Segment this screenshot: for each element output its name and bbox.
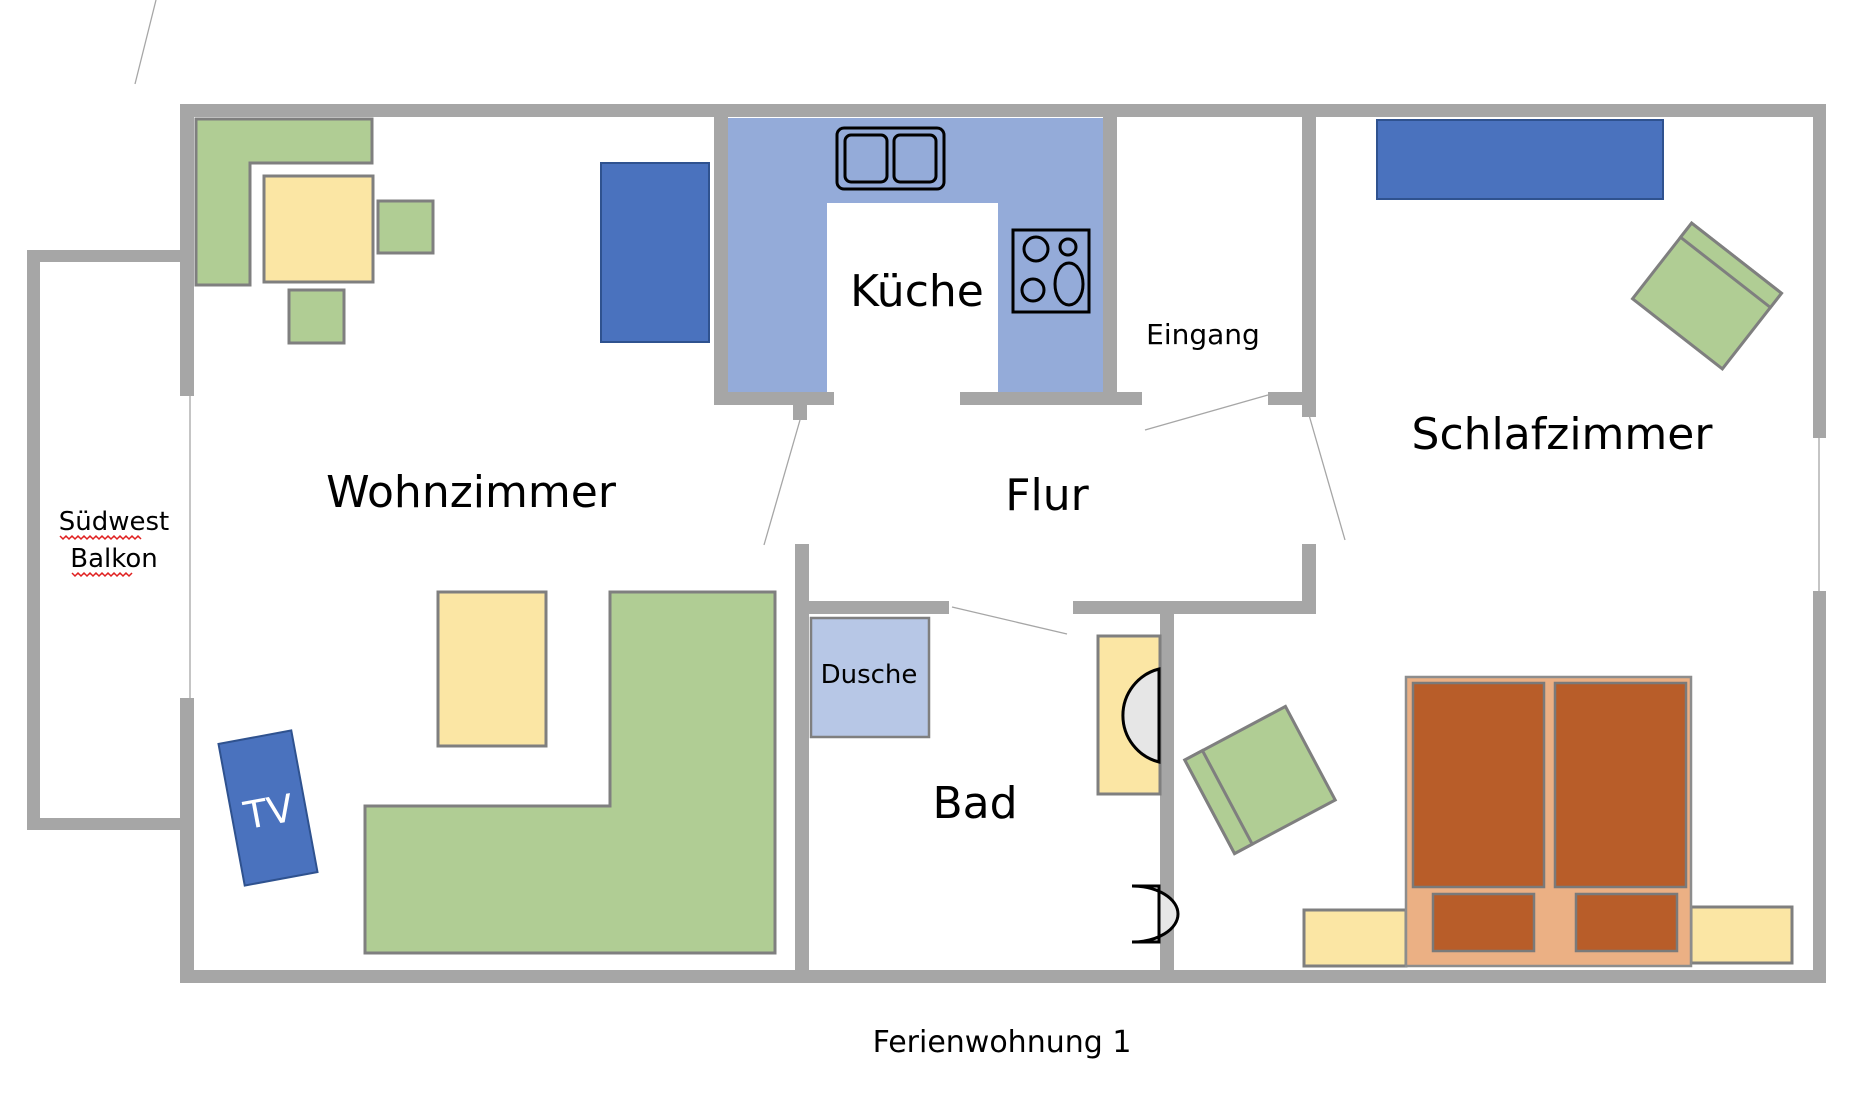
bedroom-armchair-bottom — [1182, 704, 1338, 856]
bedroom-armchair-top — [1630, 220, 1784, 372]
dining-chair-bottom — [287, 288, 346, 345]
room-label-bad: Bad — [932, 778, 1017, 829]
door-lines — [189, 394, 1820, 698]
washbasin — [1121, 667, 1161, 764]
corner-bench — [194, 117, 374, 287]
room-label-kueche: Küche — [850, 266, 984, 317]
tv: TV — [217, 729, 319, 887]
bedroom-wardrobe — [1376, 119, 1664, 200]
room-label-flur: Flur — [1005, 470, 1089, 521]
mattress-left — [1411, 681, 1546, 889]
plan-title: Ferienwohnung 1 — [873, 1025, 1132, 1060]
pillow-left — [1431, 892, 1536, 953]
nightstand-left — [1302, 908, 1408, 968]
mattress-right — [1553, 681, 1688, 889]
balcony-label-line1: Südwest — [59, 507, 170, 537]
room-label-dusche: Dusche — [821, 660, 918, 690]
double-bed — [1404, 675, 1693, 968]
spellcheck-underline-2 — [71, 571, 133, 578]
balcony-label-line2: Balkon — [70, 544, 158, 574]
toilet — [1131, 884, 1180, 944]
dining-chair-right — [376, 199, 435, 255]
dining-table — [262, 174, 375, 284]
spellcheck-underline-1 — [59, 534, 142, 541]
l-shaped-sofa — [363, 590, 777, 955]
stray-line — [134, 0, 157, 85]
shower-tray — [809, 616, 931, 739]
walls — [27, 104, 1826, 983]
kitchen-counter — [728, 118, 1103, 392]
pillow-right — [1574, 892, 1679, 953]
room-label-schlafzimmer: Schlafzimmer — [1412, 409, 1714, 460]
tv-label: TV — [240, 786, 297, 838]
sink-icon — [835, 126, 946, 191]
room-label-eingang: Eingang — [1146, 318, 1260, 351]
tv-screen — [217, 729, 319, 887]
coffee-table — [436, 590, 548, 748]
stove-icon — [1011, 228, 1091, 314]
room-label-wohnzimmer: Wohnzimmer — [326, 467, 617, 518]
nightstand-right — [1689, 905, 1794, 965]
wardrobe — [600, 162, 710, 343]
